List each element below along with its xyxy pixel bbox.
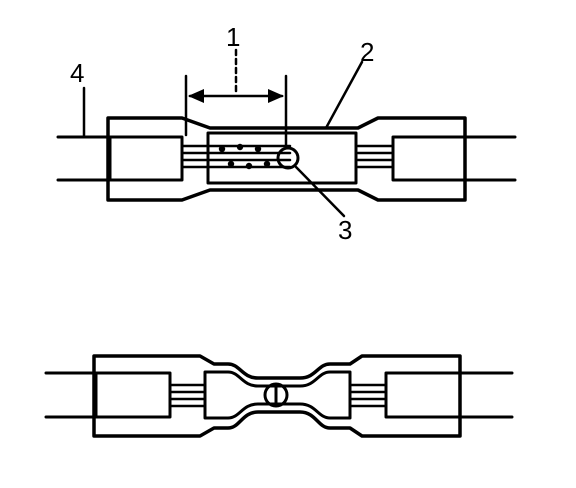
callout-1: 1	[226, 22, 240, 52]
callout-4: 4	[70, 58, 84, 88]
inspection-hole-crimped	[263, 382, 289, 408]
callout-2: 2	[360, 37, 374, 67]
conductor-strands-left	[181, 144, 292, 169]
crimped-outer-sleeve	[92, 354, 462, 438]
insulation-left	[108, 135, 184, 182]
inspection-hole	[276, 146, 300, 170]
leader-line-2	[324, 60, 364, 130]
wire-right-bottom	[458, 371, 514, 419]
callout-3: 3	[338, 215, 352, 245]
solder-dots	[218, 143, 271, 170]
wire-right-top	[463, 135, 517, 182]
wire-left-bottom	[44, 371, 98, 419]
crimped-metal-barrel	[203, 370, 352, 420]
conductor-strands-right	[356, 144, 394, 169]
splice-connector-before-crimp: 1 2 3 4	[56, 22, 517, 245]
wire-left-top	[56, 135, 112, 182]
splice-connector-after-crimp	[44, 354, 514, 438]
outer-sleeve	[106, 116, 467, 202]
insulation-right-crimped	[384, 371, 462, 419]
strip-length-dimension	[184, 48, 288, 150]
conductor-strands-left-crimped	[169, 383, 206, 408]
leader-line-3	[294, 165, 346, 218]
insulation-right	[391, 135, 467, 182]
conductor-strands-right-crimped	[349, 383, 387, 408]
metal-barrel	[206, 131, 358, 185]
insulation-left-crimped	[94, 371, 172, 419]
